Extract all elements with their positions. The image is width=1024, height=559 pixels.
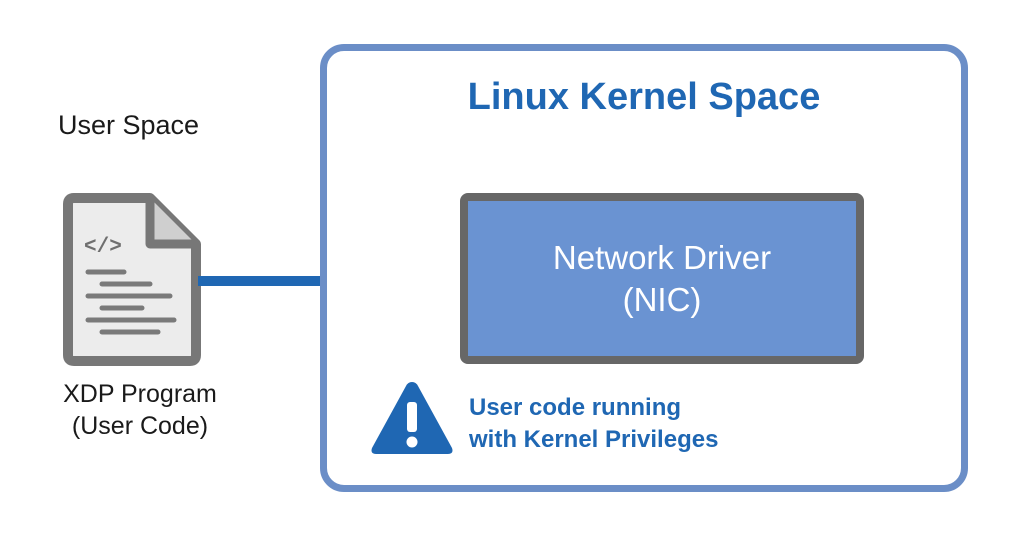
driver-name: Network Driver [552, 238, 772, 276]
warning-line2: with Kernel Privileges [469, 426, 719, 453]
warning-icon [371, 382, 453, 454]
xdp-program-label: XDP Program (User Code) [40, 378, 240, 442]
code-file-icon: </> [63, 193, 201, 366]
warning-line1: User code running [469, 394, 682, 421]
network-driver-box: Network Driver (NIC) [460, 193, 864, 364]
code-symbol: </> [84, 236, 122, 259]
user-space-label: User Space [58, 110, 200, 140]
kernel-space-title: Linux Kernel Space [467, 76, 821, 118]
privilege-warning: User code running with Kernel Privileges [469, 392, 718, 456]
program-name: XDP Program [63, 380, 217, 408]
program-note: (User Code) [71, 412, 209, 440]
code-lines [85, 269, 177, 335]
driver-note: (NIC) [622, 280, 702, 318]
